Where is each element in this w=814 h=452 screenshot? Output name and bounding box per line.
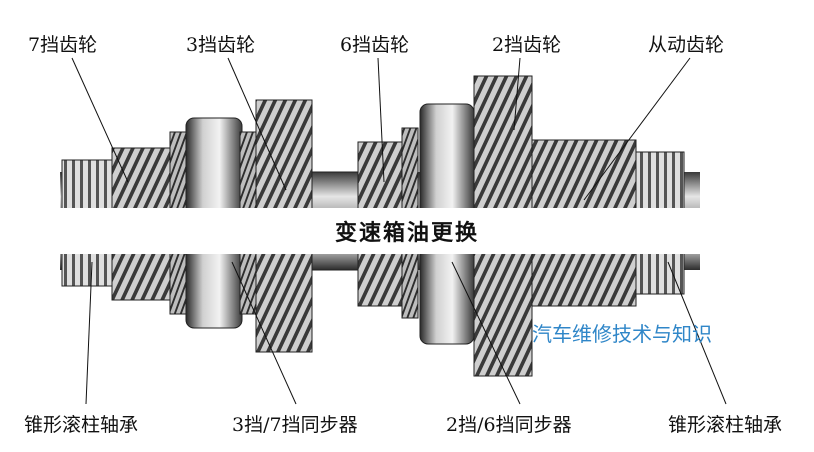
leader-bearing-left [85,261,93,405]
label-driven-gear: 从动齿轮 [648,34,725,56]
leader-driven [583,57,691,201]
label-gear-6: 6挡齿轮 [340,34,410,56]
leader-bearing-right [667,261,727,405]
label-sync-2-6: 2挡/6挡同步器 [446,414,572,436]
leader-gear2 [513,57,521,131]
label-bearing-right: 锥形滚柱轴承 [668,414,783,436]
leader-sync-26 [451,261,521,405]
label-gear-7: 7挡齿轮 [28,34,98,56]
leader-gear6 [377,57,385,183]
label-gear-3: 3挡齿轮 [186,34,256,56]
label-sync-3-7: 3挡/7挡同步器 [232,414,358,436]
leader-gear7 [71,57,129,183]
label-bearing-left: 锥形滚柱轴承 [24,414,139,436]
title-banner: 变速箱油更换 [0,208,814,254]
watermark-text: 汽车维修技术与知识 [532,322,712,346]
leader-sync-37 [231,261,297,405]
label-gear-2: 2挡齿轮 [492,34,562,56]
banner-text: 变速箱油更换 [334,221,479,246]
leader-lines [71,57,727,405]
leader-gear3 [227,57,287,191]
